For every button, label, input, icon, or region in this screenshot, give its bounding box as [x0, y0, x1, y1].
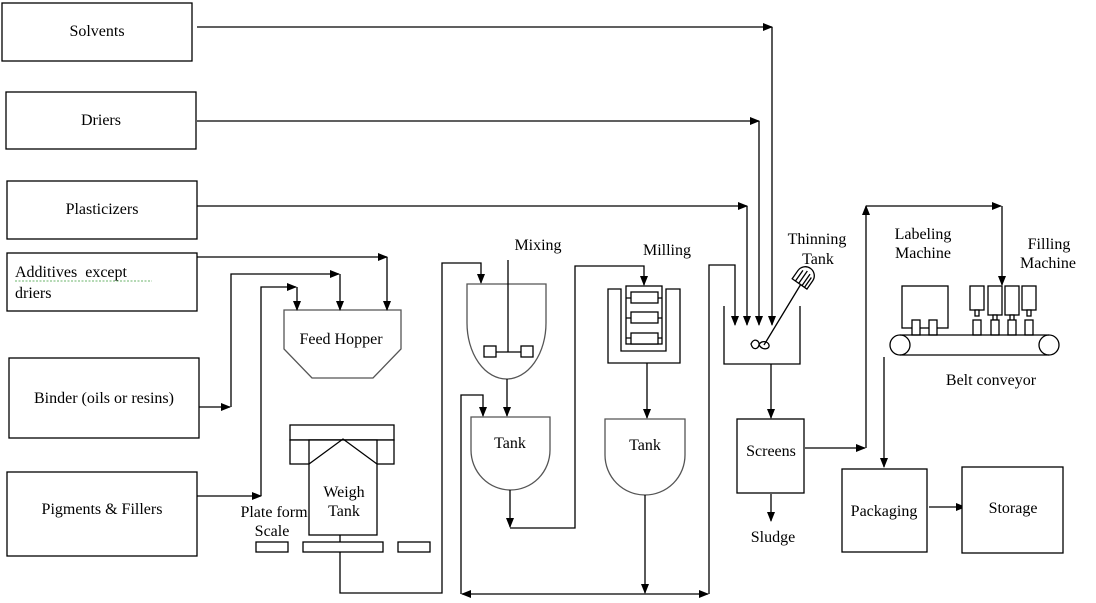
filling-label-line2: Machine — [1020, 255, 1076, 272]
platform-scale: Plate form Scale — [240, 504, 431, 553]
scale-label-line2: Scale — [255, 523, 290, 540]
filling-label-line1: Filling — [1028, 236, 1071, 253]
thinning-tank-label-line2: Tank — [802, 251, 834, 268]
storage-label: Storage — [989, 500, 1038, 517]
tank1-to-milling-line — [510, 265, 648, 529]
pigments-to-hopper-riser — [260, 283, 297, 496]
header-to-thinning-line — [708, 264, 739, 594]
milling-machine: Milling — [607, 242, 691, 364]
storage-box: Storage — [961, 466, 1064, 554]
tank-1: Tank — [470, 416, 551, 491]
tank-2: Tank — [604, 418, 686, 496]
weigh-tank-label-line2: Tank — [328, 503, 360, 520]
feed-hopper: Feed Hopper — [283, 309, 402, 379]
mixing-vessel: Mixing — [466, 237, 562, 380]
solvents-box: Solvents — [1, 2, 193, 62]
labeling-label-line1: Labeling — [895, 226, 952, 243]
pigments-box: Pigments & Fillers — [6, 471, 198, 557]
pigments-label: Pigments & Fillers — [42, 501, 163, 518]
labeling-machine: Labeling Machine — [895, 226, 952, 336]
screens-box: Screens — [736, 418, 805, 494]
screens-label: Screens — [746, 443, 796, 460]
tank-1-label: Tank — [494, 435, 526, 452]
belt-conveyor-label: Belt conveyor — [946, 372, 1037, 389]
additives-label-line2: driers — [15, 285, 51, 302]
additives-label-line1: Additives except — [15, 264, 128, 281]
tank-2-label: Tank — [629, 437, 661, 454]
weigh-tank-label-line1: Weigh — [323, 484, 364, 501]
sludge-label: Sludge — [751, 529, 795, 546]
binder-label: Binder (oils or resins) — [34, 390, 174, 407]
additives-box: Additives except driers — [6, 252, 198, 312]
binder-box: Binder (oils or resins) — [8, 357, 200, 439]
plasticizers-box: Plasticizers — [6, 180, 198, 240]
scale-label-line1: Plate form — [240, 504, 308, 521]
thinning-tank-label-line1: Thinning — [788, 231, 847, 248]
weigh-tank: Weigh Tank — [289, 424, 395, 542]
weigh-to-mixing-line — [339, 262, 485, 594]
feed-hopper-label: Feed Hopper — [299, 331, 383, 348]
packaging-box: Packaging — [841, 468, 928, 553]
milling-label: Milling — [643, 242, 691, 259]
packaging-label: Packaging — [851, 503, 918, 520]
belt-conveyor: Belt conveyor — [889, 334, 1060, 389]
solvents-label: Solvents — [69, 23, 124, 40]
labeling-label-line2: Machine — [895, 245, 951, 262]
mixing-label: Mixing — [514, 237, 561, 254]
recirculation-to-tank1 — [460, 394, 487, 594]
plasticizers-label: Plasticizers — [66, 201, 139, 218]
thinning-tank: Thinning Tank — [723, 231, 847, 365]
driers-box: Driers — [5, 91, 197, 150]
filling-machine: Filling Machine — [969, 236, 1076, 336]
binder-to-hopper-riser — [230, 270, 340, 407]
driers-label: Driers — [81, 112, 121, 129]
